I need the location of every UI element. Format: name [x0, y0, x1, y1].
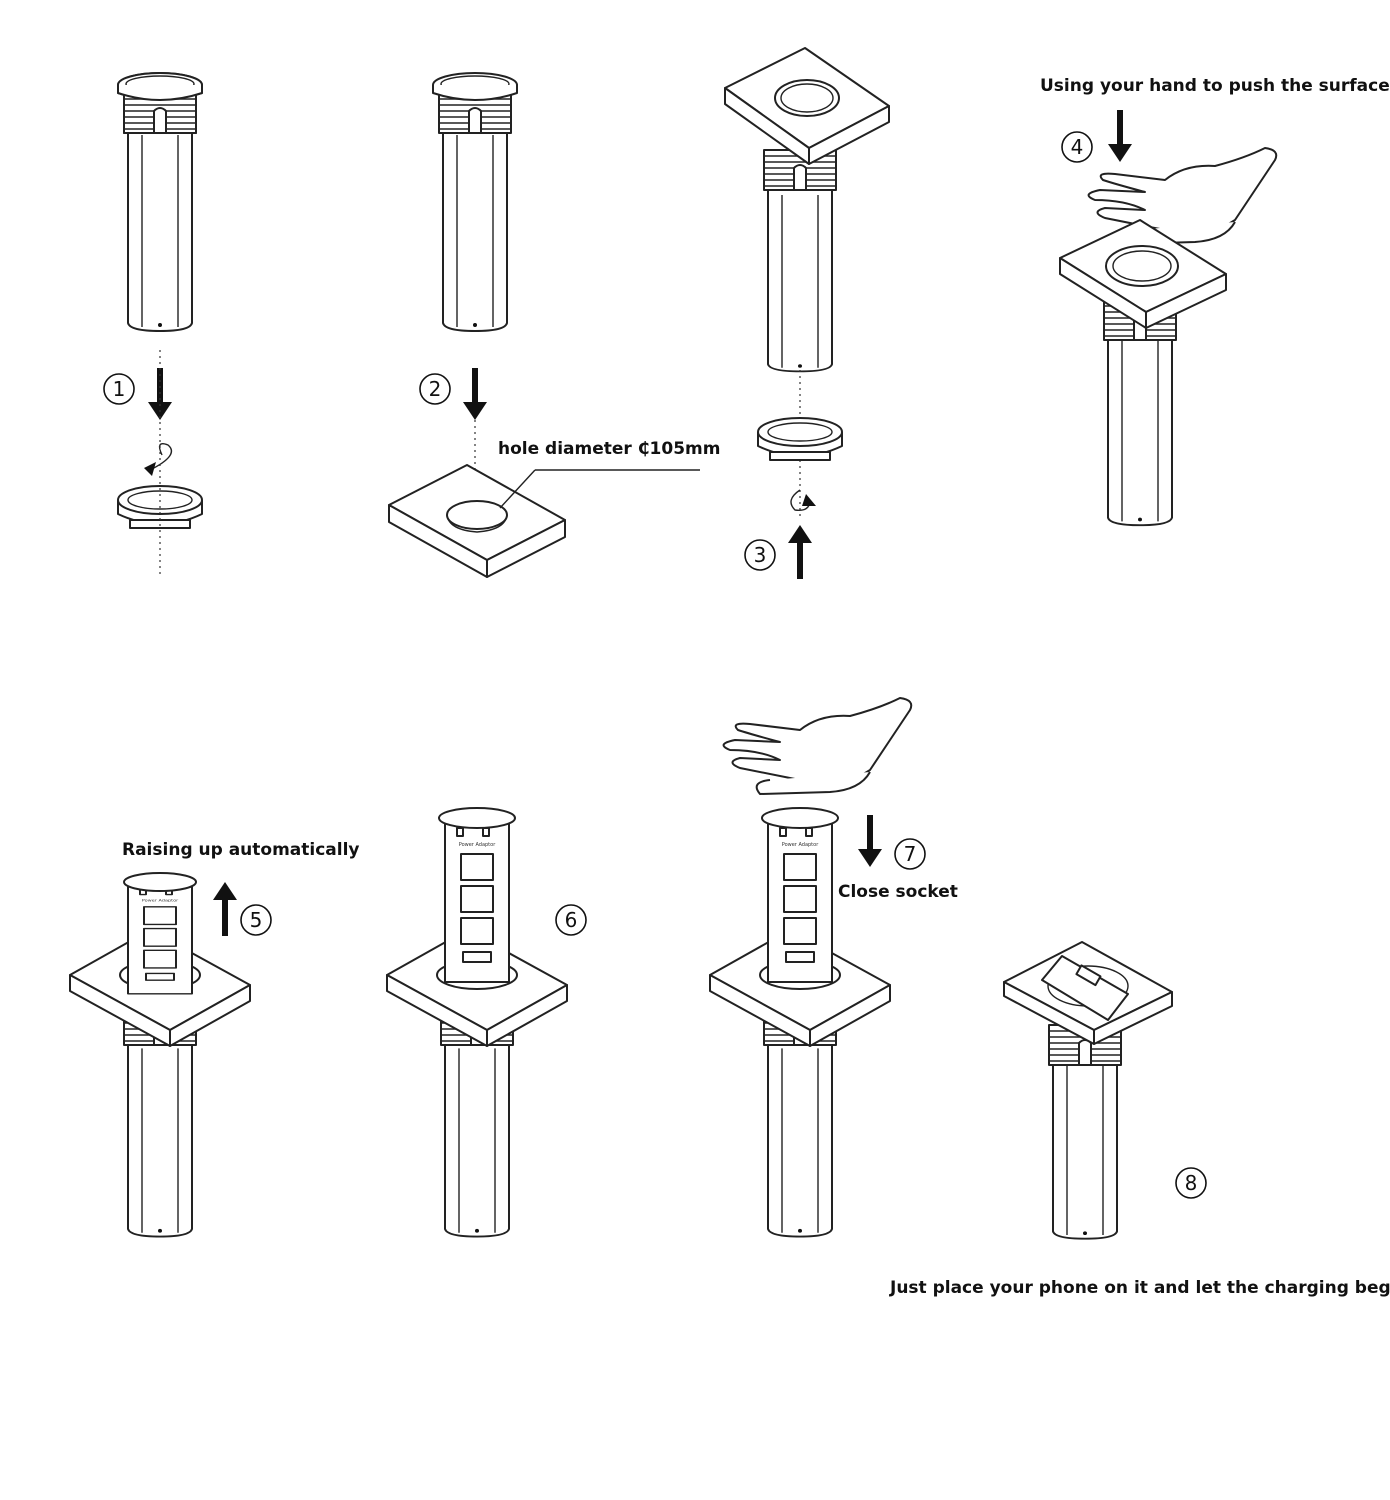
svg-text:4: 4 — [1071, 135, 1084, 159]
ring-nut — [757, 417, 843, 461]
svg-text:8: 8 — [1185, 1171, 1198, 1195]
svg-text:5: 5 — [250, 908, 263, 932]
rotate-arrow-icon — [149, 443, 173, 471]
hand-icon — [722, 697, 913, 795]
hole-diameter-label: hole diameter ₵105mm — [498, 439, 721, 459]
svg-text:1: 1 — [113, 377, 126, 401]
step-number-4: 4 — [1061, 131, 1093, 163]
step-number-7: 7 — [894, 838, 926, 870]
step-5-figure — [69, 872, 251, 1238]
svg-text:7: 7 — [904, 842, 917, 866]
step-7-figure — [709, 697, 913, 1238]
down-arrow-icon — [463, 368, 487, 420]
raising-up-label: Raising up automatically — [122, 840, 360, 860]
up-arrow-icon — [213, 882, 237, 936]
svg-text:6: 6 — [565, 908, 578, 932]
step-number-6: 6 — [555, 904, 587, 936]
step-number-1: 1 — [103, 373, 135, 405]
down-arrow-icon — [858, 815, 882, 867]
step-1-figure — [117, 72, 203, 575]
step-4-figure — [1059, 110, 1278, 527]
down-arrow-icon — [1108, 110, 1132, 162]
up-arrow-icon — [788, 525, 812, 579]
close-socket-label: Close socket — [838, 882, 958, 902]
hand-icon — [1087, 147, 1278, 245]
step-number-8: 8 — [1175, 1167, 1207, 1199]
charging-label: Just place your phone on it and let the … — [890, 1278, 1390, 1298]
step-number-2: 2 — [419, 373, 451, 405]
phone-icon — [1041, 955, 1129, 1021]
svg-text:3: 3 — [754, 543, 767, 567]
step-number-5: 5 — [240, 904, 272, 936]
step-2-figure — [388, 72, 700, 578]
step-6-figure — [386, 807, 568, 1238]
svg-text:2: 2 — [429, 377, 442, 401]
step-number-3: 3 — [744, 539, 776, 571]
step-3-figure — [724, 47, 890, 579]
step-8-figure — [1003, 941, 1173, 1240]
push-surface-label: Using your hand to push the surface — [1040, 76, 1390, 96]
leader-line — [499, 469, 536, 509]
